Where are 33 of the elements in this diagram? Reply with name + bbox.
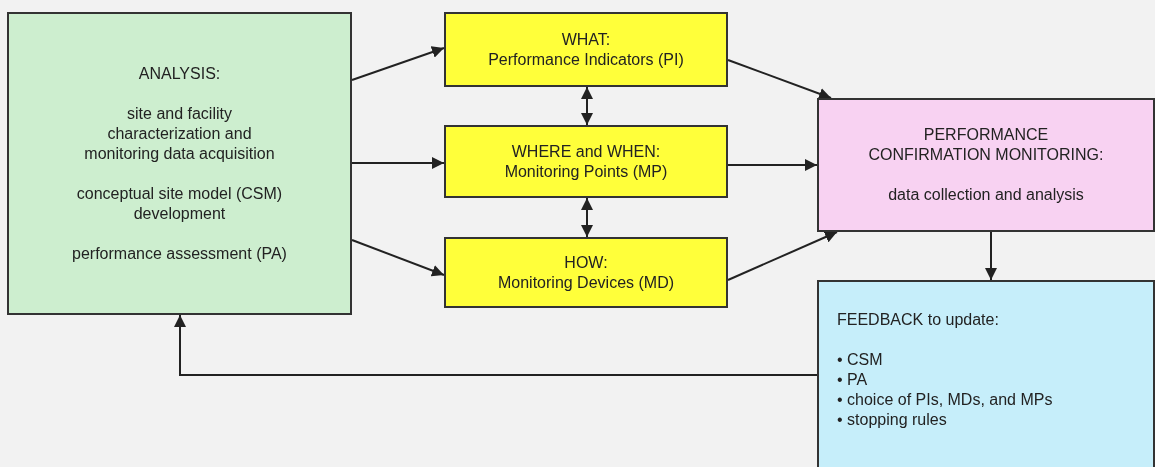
arrow [581,197,593,238]
arrow [351,239,445,277]
analysis-box [7,12,352,315]
box-text: • choice of PIs, MDs, and MPs [837,390,1053,410]
feedback-box [817,280,1155,467]
box-heading: WHERE and WHEN: [511,141,661,162]
box-text: data collection and analysis [888,185,1084,205]
arrow [581,86,593,126]
box-heading: HOW: [564,252,608,273]
box-text: Performance Indicators (PI) [488,49,684,70]
arrow [727,59,832,100]
box-text: site and facility characterization and monitoring data acquisition [83,103,276,164]
box-heading: PERFORMANCE CONFIRMATION MONITORING: [867,125,1105,165]
process-box [444,237,728,308]
process-box [444,12,728,87]
box-heading: ANALYSIS: [138,63,221,84]
box-text: Monitoring Devices (MD) [497,272,674,293]
arrow [985,231,997,281]
arrow [727,231,838,281]
box-text: • stopping rules [837,410,947,430]
arrow [174,314,818,376]
box-text: conceptual site model (CSM) development [75,183,284,224]
arrow [351,157,445,169]
arrow [727,159,818,171]
arrow [351,46,445,81]
process-box [444,125,728,198]
box-text: Monitoring Points (MP) [504,161,668,182]
box-text: • PA [837,370,868,390]
box-heading: WHAT: [561,29,611,50]
box-text: performance assessment (PA) [72,243,287,264]
box-heading: FEEDBACK to update: [837,310,999,330]
monitoring-box [817,98,1155,232]
box-text: • CSM [837,350,883,370]
